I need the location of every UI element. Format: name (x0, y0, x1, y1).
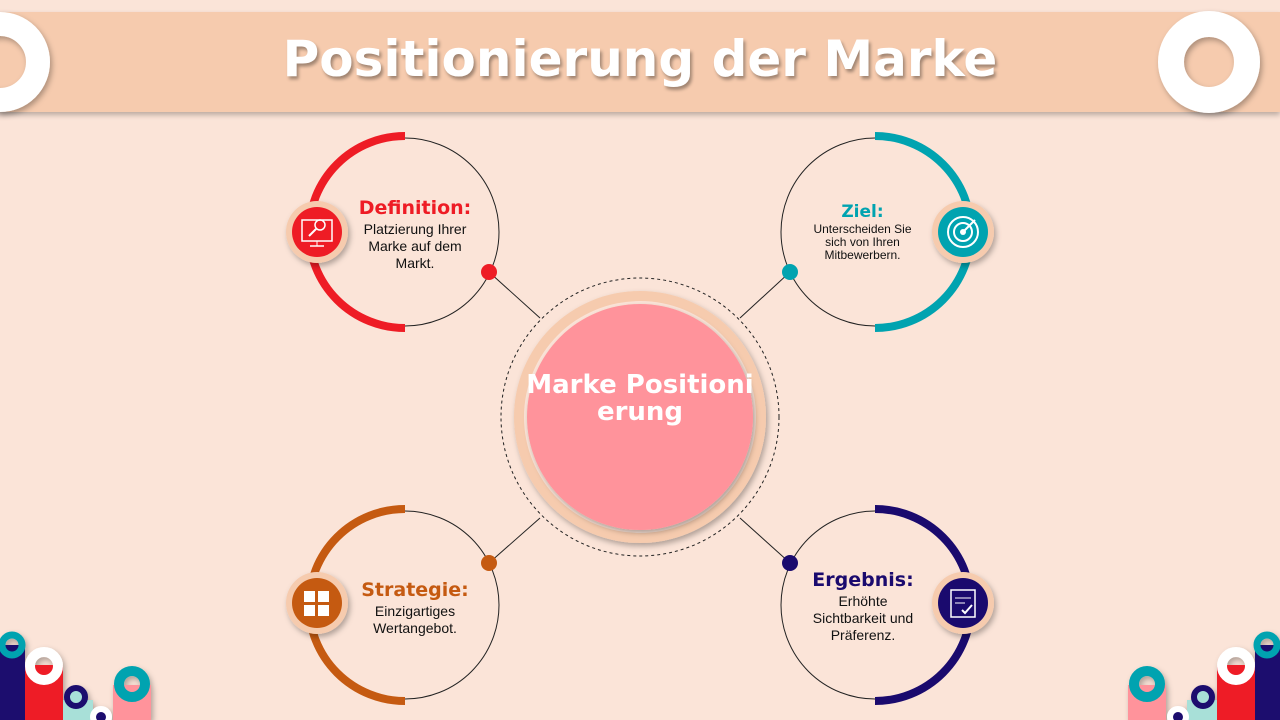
checklist-icon (932, 572, 994, 634)
target-icon (932, 201, 994, 263)
node-heading: Definition: (358, 197, 472, 219)
decor-bars-right (1128, 631, 1280, 720)
node-ziel: Ziel: Unterscheiden Sie sich von Ihren M… (805, 203, 920, 262)
node-text: Platzierung Ihrer Marke auf dem Markt. (363, 221, 467, 271)
node-definition: Definition: Platzierung Ihrer Marke auf … (355, 197, 475, 272)
monitor-search-icon (286, 201, 348, 263)
node-heading: Ziel: (841, 202, 884, 222)
connector-lines (488, 271, 791, 564)
title-banner (0, 12, 1280, 112)
center-label: Marke Positionierung (526, 370, 754, 427)
node-ergebnis: Ergebnis: Erhöhte Sichtbarkeit und Präfe… (803, 569, 923, 644)
node-heading: Ergebnis: (812, 569, 914, 591)
puzzle-icon (286, 572, 348, 634)
banner-ring-right (1158, 11, 1260, 113)
node-heading: Strategie: (361, 579, 469, 601)
center-circle (500, 277, 780, 557)
page-title: Positionierung der Marke (282, 30, 998, 88)
banner-ring-left (0, 12, 50, 112)
node-strategie: Strategie: Einzigartiges Wertangebot. (355, 579, 475, 637)
node-text: Unterscheiden Sie sich von Ihren Mitbewe… (813, 222, 912, 262)
node-text: Einzigartiges Wertangebot. (373, 603, 457, 636)
node-text: Erhöhte Sichtbarkeit und Präferenz. (812, 593, 914, 643)
decor-bars-left (0, 631, 151, 720)
